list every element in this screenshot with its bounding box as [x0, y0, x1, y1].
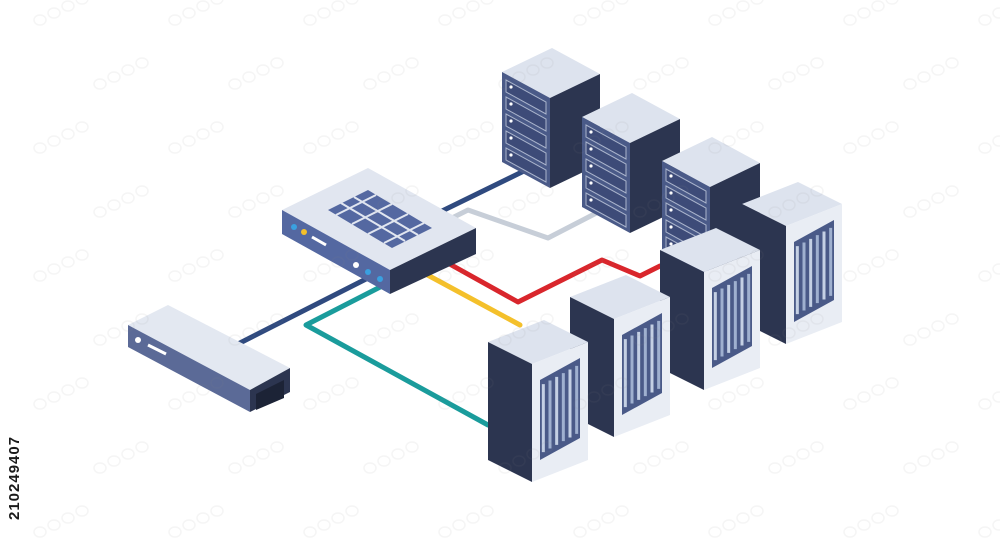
- cable-firewall-to-rack-2: [449, 204, 611, 241]
- power-led-icon: [135, 337, 141, 343]
- tower-servers: [488, 182, 842, 482]
- cable-firewall-to-tower-4: [443, 257, 663, 305]
- tower-server-icon: [660, 228, 760, 390]
- network-device: [128, 305, 290, 412]
- server-rack-icon: [502, 48, 600, 188]
- stock-id-label: 210249407: [6, 435, 23, 520]
- cables: [233, 167, 663, 428]
- led-blue-icon: [291, 224, 297, 230]
- led-yellow-icon: [301, 229, 307, 235]
- cable-firewall-to-tower-front: [303, 280, 491, 428]
- tower-server-icon: [488, 320, 588, 482]
- firewall-router: [282, 168, 476, 294]
- cable-firewall-to-device: [233, 275, 371, 348]
- cable-firewall-to-tower-1: [419, 269, 523, 328]
- firewall-icon: [328, 190, 432, 248]
- cable-firewall-to-rack-1: [437, 167, 529, 215]
- watermark-pattern: [33, 0, 1000, 538]
- tower-server-icon: [570, 275, 670, 437]
- tower-server-icon: [742, 182, 842, 344]
